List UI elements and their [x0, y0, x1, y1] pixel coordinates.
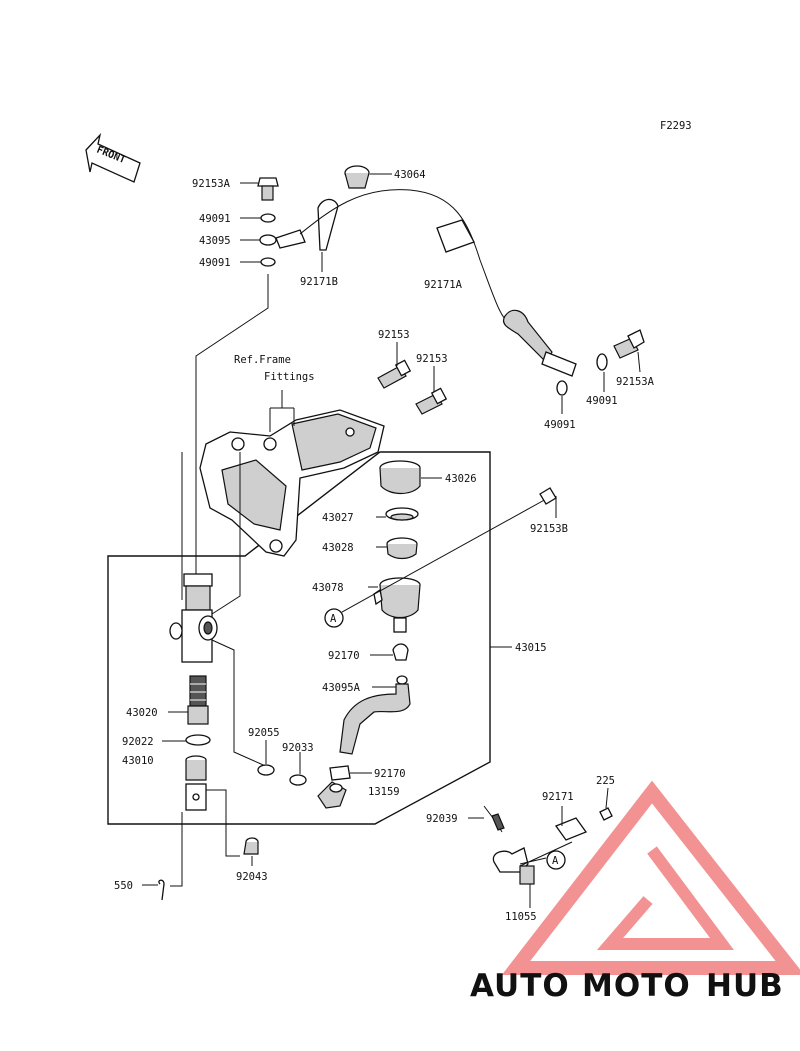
label-92171: 92171 — [542, 791, 574, 803]
label-43095A: 43095A — [322, 682, 361, 694]
label-92153-b: 92153 — [416, 353, 448, 365]
assembly-frame — [107, 451, 491, 825]
label-550: 550 — [114, 880, 133, 892]
clamp-92170-a — [392, 643, 409, 661]
label-43064: 43064 — [394, 169, 426, 181]
label-43026: 43026 — [445, 473, 477, 485]
label-43015: 43015 — [515, 642, 547, 654]
washer-49091-d — [556, 380, 568, 396]
label-43010: 43010 — [122, 755, 154, 767]
washer-49091-a — [260, 213, 276, 223]
hose-43095A — [339, 675, 411, 755]
clip-92022 — [185, 734, 211, 746]
svg-text:A: A — [552, 855, 559, 867]
clamp-92171B — [317, 198, 339, 251]
bolt-92153-b — [415, 387, 448, 415]
callout-a-switch: A — [546, 850, 566, 870]
label-43078: 43078 — [312, 582, 344, 594]
label-92170-b: 92170 — [374, 768, 406, 780]
brake-hose — [299, 189, 513, 327]
label-92043: 92043 — [236, 871, 268, 883]
label-11055: 11055 — [505, 911, 537, 923]
label-49091-a: 49091 — [199, 213, 231, 225]
diaphragm-43028 — [386, 537, 418, 560]
label-92170-a: 92170 — [328, 650, 360, 662]
reservoir-43078 — [373, 577, 421, 633]
reservoir-cap-43026 — [379, 460, 421, 495]
diaphragm-plate-43027 — [385, 507, 419, 521]
watermark-triangle-icon — [501, 780, 800, 975]
watermark-text-moto: MOTO — [582, 968, 691, 1004]
oring-92033 — [289, 774, 307, 786]
label-92171B: 92171B — [300, 276, 338, 288]
grommet-43064 — [344, 165, 370, 189]
label-43095: 43095 — [199, 235, 231, 247]
watermark-logo — [501, 780, 800, 975]
label-92153-a: 92153 — [378, 329, 410, 341]
spring-92039 — [483, 805, 505, 833]
label-49091-b: 49091 — [199, 257, 231, 269]
washer-49091-b — [260, 257, 276, 267]
bolt-92153A-right — [613, 329, 645, 359]
callout-a-reservoir: A — [324, 608, 344, 628]
bolt-92153A-top — [257, 177, 279, 201]
svg-text:A: A — [330, 613, 337, 625]
label-92153B: 92153B — [530, 523, 568, 535]
label-92171A: 92171A — [424, 279, 463, 291]
pushrod-43010 — [185, 755, 207, 811]
switch-92171 — [554, 817, 588, 841]
clamp-92171A — [436, 219, 475, 253]
pin-92043 — [243, 837, 259, 855]
label-43020: 43020 — [126, 707, 158, 719]
bolt-92153-a — [377, 359, 412, 389]
figure-code: F2293 — [660, 120, 692, 132]
master-cylinder — [169, 573, 218, 663]
label-49091-d: 49091 — [544, 419, 576, 431]
label-92153A-right: 92153A — [616, 376, 655, 388]
banjo-43095 — [259, 229, 306, 249]
cotter-550 — [158, 879, 165, 901]
label-92033: 92033 — [282, 742, 314, 754]
watermark-text-hub: HUB — [706, 968, 784, 1004]
label-43027: 43027 — [322, 512, 354, 524]
clamp-92170-b — [329, 765, 351, 781]
label-92153A-top: 92153A — [192, 178, 231, 190]
ref-note-line1: Ref.Frame — [234, 354, 291, 366]
label-225: 225 — [596, 775, 615, 787]
label-92022: 92022 — [122, 736, 154, 748]
label-92055: 92055 — [248, 727, 280, 739]
fitting-13159 — [317, 781, 347, 809]
watermark-inner-stroke — [596, 846, 734, 950]
label-43028: 43028 — [322, 542, 354, 554]
label-49091-c: 49091 — [586, 395, 618, 407]
screw-225 — [599, 807, 613, 821]
washer-49091-c — [596, 353, 608, 371]
switch-bracket-11055 — [492, 847, 535, 885]
frame-bracket — [199, 409, 385, 557]
piston-43020 — [187, 675, 209, 725]
label-92039: 92039 — [426, 813, 458, 825]
ref-note-line2: Fittings — [264, 371, 315, 383]
front-arrow-icon: FRONT — [85, 132, 141, 183]
watermark-text: AUTO MOTO HUB — [470, 968, 784, 1004]
oring-92055 — [257, 764, 275, 776]
watermark-text-auto: AUTO — [470, 968, 570, 1004]
label-13159: 13159 — [368, 786, 400, 798]
